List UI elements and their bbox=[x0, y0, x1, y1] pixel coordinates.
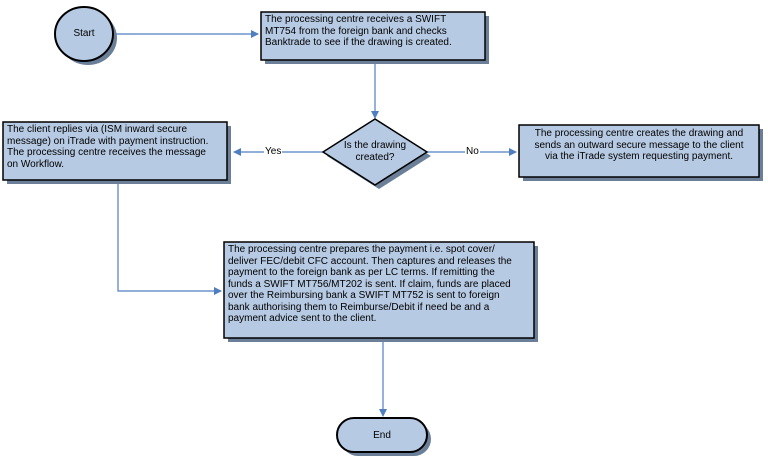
connector-client-to-payment bbox=[117, 182, 222, 295]
edge-label-yes: Yes bbox=[264, 146, 283, 157]
decision-text: Is the drawing created? bbox=[343, 140, 407, 163]
receive-swift-text: The processing centre receives a SWIFT M… bbox=[265, 14, 452, 48]
start-terminal bbox=[54, 6, 117, 65]
start-label: Start bbox=[73, 28, 95, 39]
client-replies-box bbox=[2, 121, 231, 184]
decision-diamond bbox=[321, 118, 431, 189]
end-label: End bbox=[373, 430, 391, 441]
connectors bbox=[113, 30, 517, 417]
end-terminal bbox=[336, 417, 431, 456]
create-drawing-box bbox=[518, 124, 763, 181]
prepare-payment-box bbox=[223, 241, 538, 342]
edge-label-no: No bbox=[465, 146, 480, 157]
client-replies-text: The client replies via (ISM inward secur… bbox=[7, 124, 209, 170]
receive-swift-box bbox=[260, 11, 489, 64]
prepare-payment-text: The processing centre prepares the payme… bbox=[228, 244, 512, 324]
create-drawing-text: The processing centre creates the drawin… bbox=[534, 128, 744, 162]
